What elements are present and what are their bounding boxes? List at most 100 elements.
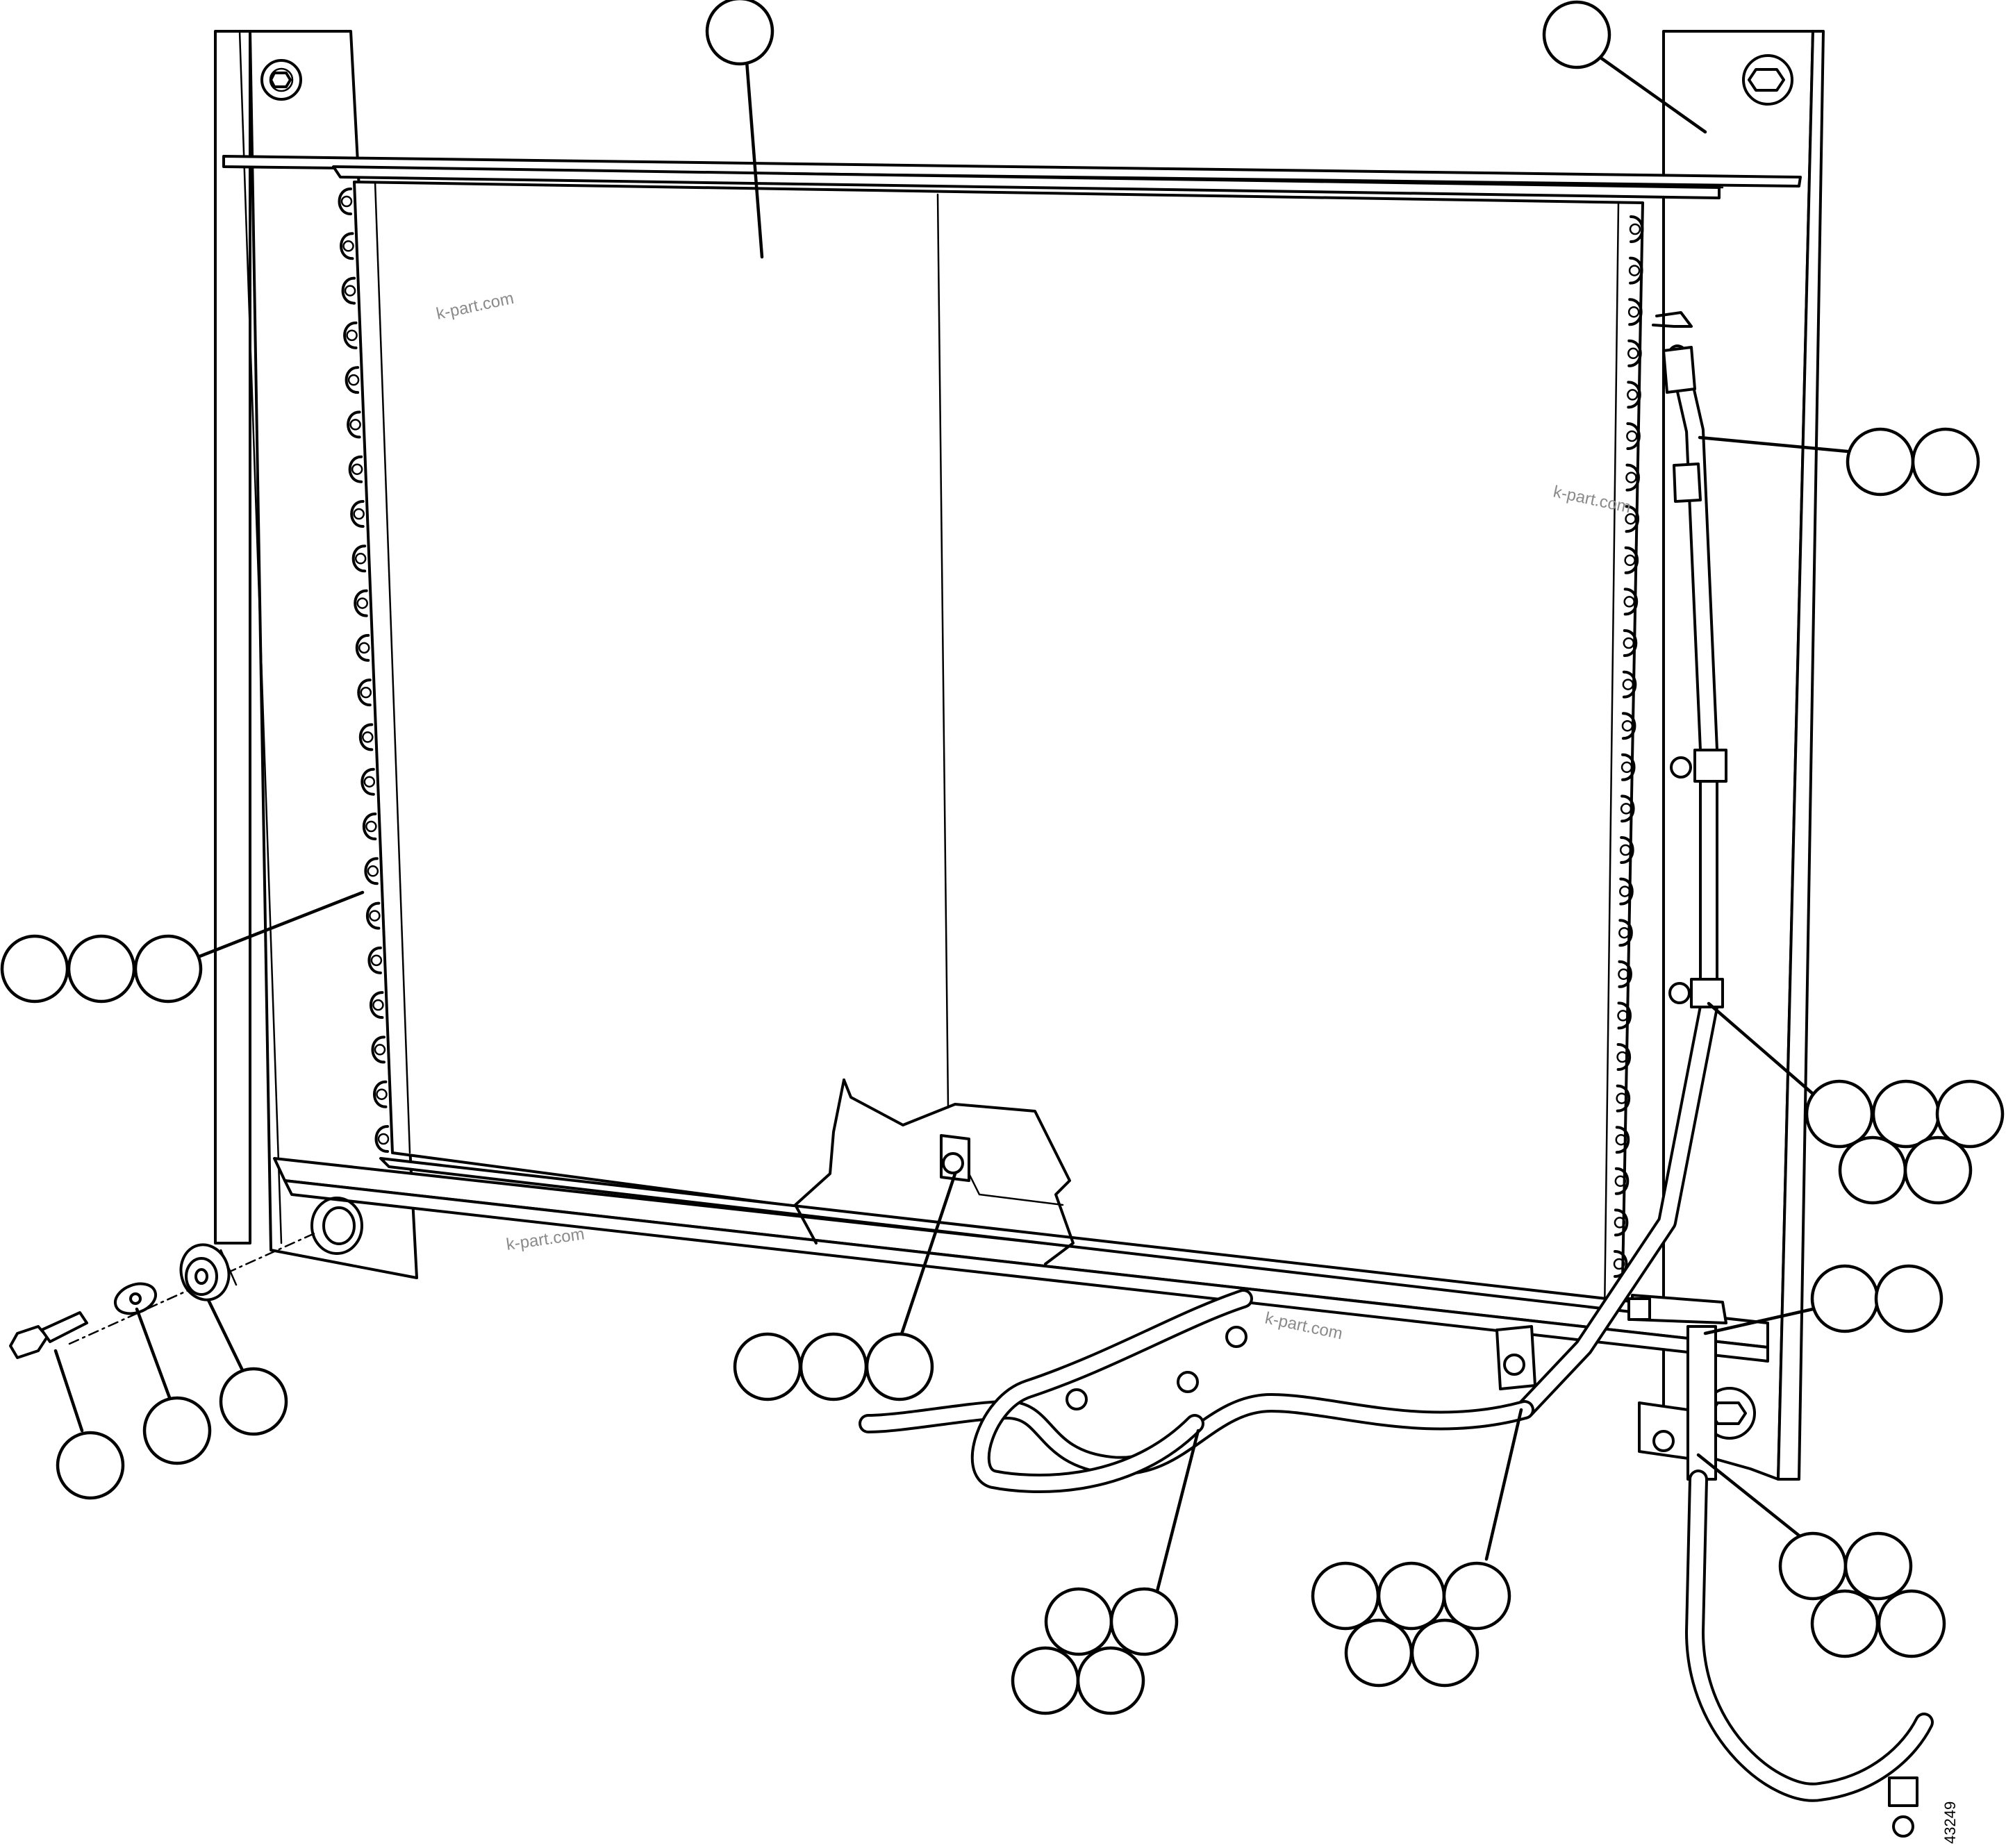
callout-bubble — [1846, 427, 1915, 497]
tube-end — [1614, 1217, 1626, 1229]
return-bend — [343, 321, 358, 349]
return-bend — [347, 410, 361, 439]
exploded-mount-hardware — [9, 1231, 317, 1359]
callout-bubble — [799, 1332, 868, 1401]
tube-end — [1621, 719, 1634, 732]
tube-end — [1628, 265, 1641, 276]
callout-bubble — [1442, 1561, 1511, 1631]
return-bend — [1622, 670, 1637, 699]
tube-end — [1622, 679, 1634, 690]
tube-end — [1613, 1258, 1625, 1270]
return-bend — [1630, 215, 1644, 243]
return-bend — [338, 188, 352, 215]
tube-end — [363, 776, 376, 788]
tube-end — [1629, 223, 1641, 235]
callout-bubble — [733, 1332, 802, 1401]
tube-end — [1627, 347, 1639, 360]
return-bend — [366, 901, 381, 930]
washer-callout — [135, 1307, 212, 1465]
tube-end — [358, 642, 370, 654]
hose-clamp-right-callout — [1707, 1001, 2005, 1205]
callout-bubble — [705, 0, 774, 66]
tube-end — [1614, 1175, 1627, 1188]
return-bend — [1620, 836, 1634, 864]
callout-bubble — [1911, 427, 1980, 497]
bottom-bracket-callout — [733, 1172, 957, 1401]
return-bend — [357, 679, 372, 707]
callout-bubble — [1838, 1135, 1907, 1205]
tube-end — [1618, 926, 1630, 939]
hose-clips-bottom — [1066, 1326, 1247, 1410]
tube-end — [1627, 389, 1639, 401]
tube-end — [1623, 637, 1635, 649]
return-bend — [374, 1125, 389, 1153]
tube-end — [376, 1088, 388, 1100]
bottom-cross-member — [273, 1157, 1769, 1363]
hose-bracket-bottom — [1495, 1325, 1536, 1390]
tube-end — [346, 329, 358, 342]
right-return-bends — [1613, 215, 1644, 1278]
condenser-core — [353, 181, 1644, 1317]
tube-end — [1625, 472, 1637, 483]
tube-end — [351, 463, 363, 475]
callout-bubble — [1011, 1646, 1080, 1715]
hose-clip-callout — [1011, 1429, 1200, 1715]
return-bend — [360, 767, 375, 796]
callout-bubble — [1810, 1264, 1880, 1333]
tube-end — [1620, 761, 1633, 774]
tube-end — [342, 240, 354, 252]
lower-right-fittings — [1627, 1294, 1934, 1838]
frame-upright-callout — [1542, 0, 1707, 134]
return-bend — [1614, 1250, 1628, 1278]
callout-bubble — [1871, 1079, 1941, 1149]
tube-end — [1616, 1051, 1628, 1063]
tube-end — [356, 597, 368, 609]
figure-number: 43249 — [1941, 1801, 1959, 1844]
callout-bubble — [67, 934, 136, 1004]
return-bend — [373, 1080, 388, 1108]
return-bend — [1614, 1208, 1629, 1237]
return-bend — [1620, 794, 1635, 823]
left-frame-upright — [214, 30, 418, 1279]
return-bend — [1617, 1001, 1632, 1030]
return-bend — [1623, 629, 1638, 657]
return-bend — [371, 1035, 386, 1064]
callout-bubble — [1903, 1135, 1973, 1205]
return-bend — [1627, 381, 1641, 409]
callout-bubble — [1076, 1646, 1145, 1715]
return-bend — [1621, 712, 1636, 740]
return-bend — [354, 589, 368, 617]
watermark: k-part.com — [1263, 1308, 1344, 1343]
callout-bubble — [1109, 1587, 1179, 1656]
callout-bubble — [1810, 1589, 1880, 1658]
top-cross-member — [222, 155, 1802, 199]
return-bend — [1618, 919, 1633, 947]
return-bend — [348, 455, 363, 483]
core-mounting-bolt-callout — [0, 890, 365, 1004]
return-bend — [1616, 1084, 1630, 1113]
upper-hose-fitting — [1652, 311, 1702, 503]
tube-end — [349, 419, 361, 431]
return-bend — [1619, 877, 1634, 906]
tube-end — [374, 1044, 386, 1056]
tube-end — [1624, 554, 1636, 567]
callout-bubble — [1935, 1079, 2005, 1149]
callout-bubble — [1843, 1531, 1913, 1601]
bolt-callout — [53, 1349, 125, 1500]
tube-end — [353, 508, 365, 520]
callout-bubble — [1877, 1589, 1946, 1658]
return-bend — [1621, 753, 1636, 781]
return-bend — [1624, 546, 1639, 574]
tube-end — [1619, 844, 1632, 856]
callout-bubble — [142, 1396, 212, 1465]
return-bend — [1626, 422, 1641, 450]
callout-bubble — [1410, 1618, 1479, 1688]
tube-end — [365, 820, 377, 833]
tube-end — [370, 954, 383, 967]
callout-bubble — [865, 1332, 934, 1401]
condenser-core-callout — [705, 0, 774, 259]
return-bend — [1629, 256, 1643, 285]
frame-mount-grommet — [310, 1197, 363, 1255]
return-bend — [370, 991, 384, 1019]
